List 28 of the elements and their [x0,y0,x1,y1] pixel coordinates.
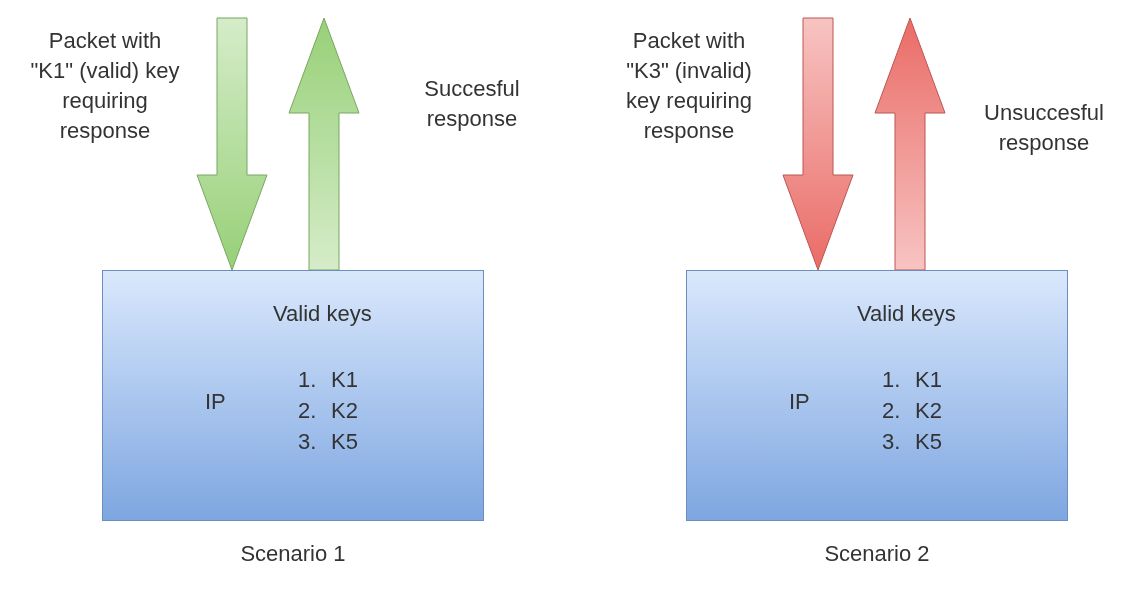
list-number: 3. [298,428,317,456]
block-arrow [874,17,946,271]
block-arrow [782,17,854,271]
edge-label: Unsuccesful response [983,99,1105,157]
list-item: K1 [331,366,358,394]
list-item: K5 [331,428,358,456]
edge-label: Packet with "K3" (invalid) key requiring response [625,27,753,145]
list-item: K2 [331,397,358,425]
scenario-caption: Scenario 1 [239,540,347,568]
edge-label: Succesful response [423,75,521,133]
list-item: K1 [915,366,942,394]
list-item: K5 [915,428,942,456]
list-number: 3. [882,428,901,456]
scenario-caption: Scenario 2 [823,540,931,568]
box-label: IP [789,388,810,416]
box-heading: Valid keys [857,300,956,328]
list-item: K2 [915,397,942,425]
box-label: IP [205,388,226,416]
process-box [686,270,1068,521]
list-number: 2. [298,397,317,425]
list-number: 1. [298,366,317,394]
list-number: 2. [882,397,901,425]
edge-label: Packet with "K1" (valid) key requiring response [29,27,181,145]
block-arrow [196,17,268,271]
block-arrow [288,17,360,271]
box-heading: Valid keys [273,300,372,328]
list-number: 1. [882,366,901,394]
process-box [102,270,484,521]
